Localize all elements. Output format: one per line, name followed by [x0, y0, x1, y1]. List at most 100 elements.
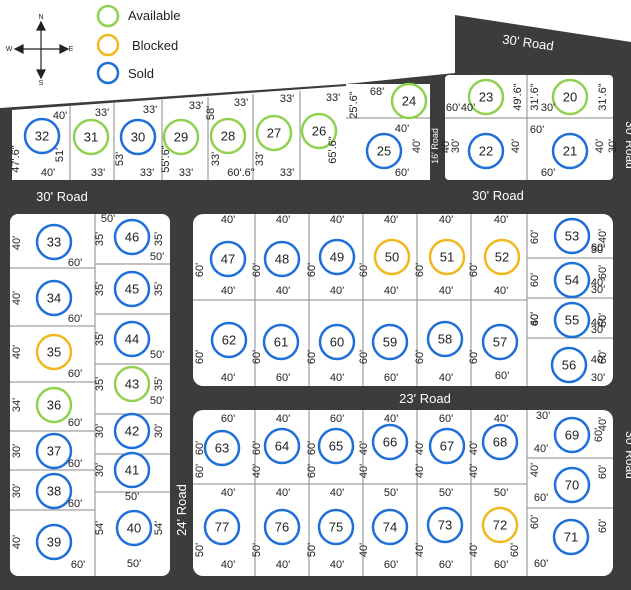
- dimension-label: 60': [306, 350, 318, 364]
- plot-32[interactable]: 32: [23, 117, 61, 155]
- dimension-label: 60': [529, 515, 541, 529]
- dimension-label: 40': [330, 559, 344, 571]
- plot-status-marker: [203, 508, 241, 546]
- plot-45[interactable]: 45: [113, 270, 151, 308]
- plot-70[interactable]: 70: [553, 466, 591, 504]
- dimension-label: 60': [194, 464, 206, 478]
- plot-71[interactable]: 71: [552, 518, 590, 556]
- dimension-label: 40': [221, 285, 235, 297]
- plot-75[interactable]: 75: [317, 508, 355, 546]
- plot-43[interactable]: 43: [113, 365, 151, 403]
- plot-52[interactable]: 52: [483, 238, 521, 276]
- plot-54[interactable]: 54: [553, 261, 591, 299]
- plot-40[interactable]: 40: [115, 509, 153, 547]
- plot-22[interactable]: 22: [467, 132, 505, 170]
- plot-status-marker: [553, 217, 591, 255]
- plot-60[interactable]: 60: [318, 323, 356, 361]
- plot-67[interactable]: 67: [428, 427, 466, 465]
- plot-58[interactable]: 58: [426, 320, 464, 358]
- plot-39[interactable]: 39: [35, 523, 73, 561]
- dimension-label: 40': [494, 413, 508, 425]
- plot-74[interactable]: 74: [371, 508, 409, 546]
- plot-status-marker: [113, 320, 151, 358]
- plot-64[interactable]: 64: [263, 427, 301, 465]
- dimension-label: 55'.6": [160, 145, 172, 173]
- plot-25[interactable]: 25: [365, 132, 403, 170]
- dimension-label: 60': [541, 167, 555, 179]
- plot-23[interactable]: 23: [467, 78, 505, 116]
- plot-62[interactable]: 62: [210, 321, 248, 359]
- plot-34[interactable]: 34: [35, 279, 73, 317]
- plot-status-marker: [481, 423, 519, 461]
- plot-27[interactable]: 27: [255, 114, 293, 152]
- dimension-label: 60': [330, 413, 344, 425]
- plot-30[interactable]: 30: [119, 118, 157, 156]
- plot-65[interactable]: 65: [317, 427, 355, 465]
- plot-31[interactable]: 31: [72, 118, 110, 156]
- road-label-narrow: 16' Road: [430, 128, 440, 164]
- dimension-label: 60': [468, 350, 480, 364]
- plot-47[interactable]: 47: [209, 240, 247, 278]
- dimension-label: 33': [179, 167, 193, 179]
- plot-56[interactable]: 56: [550, 346, 588, 384]
- dimension-label: 40': [276, 214, 290, 226]
- dimension-label: 40': [11, 291, 23, 305]
- plot-69[interactable]: 69: [553, 416, 591, 454]
- plot-50[interactable]: 50: [373, 238, 411, 276]
- plot-72[interactable]: 72: [481, 506, 519, 544]
- plot-36[interactable]: 36: [35, 386, 73, 424]
- plot-number: 29: [174, 130, 188, 145]
- dimension-label: 58': [205, 106, 217, 120]
- plot-41[interactable]: 41: [113, 451, 151, 489]
- plot-status-marker: [550, 346, 588, 384]
- plot-48[interactable]: 48: [263, 240, 301, 278]
- plot-76[interactable]: 76: [263, 508, 301, 546]
- dimension-label: 60': [68, 313, 82, 325]
- plot-29[interactable]: 29: [162, 118, 200, 156]
- plot-37[interactable]: 37: [35, 432, 73, 470]
- plot-73[interactable]: 73: [426, 506, 464, 544]
- plot-51[interactable]: 51: [428, 238, 466, 276]
- dimension-label: 30': [591, 244, 605, 256]
- plot-33[interactable]: 33: [35, 223, 73, 261]
- dimension-label: 50': [150, 349, 164, 361]
- plot-53[interactable]: 53: [553, 217, 591, 255]
- plot-57[interactable]: 57: [481, 323, 519, 361]
- plot-59[interactable]: 59: [371, 323, 409, 361]
- plot-49[interactable]: 49: [318, 238, 356, 276]
- plot-63[interactable]: 63: [203, 429, 241, 467]
- plot-20[interactable]: 20: [551, 78, 589, 116]
- plot-38[interactable]: 38: [35, 472, 73, 510]
- plot-77[interactable]: 77: [203, 508, 241, 546]
- dimension-label: 40': [591, 354, 605, 366]
- plot-46[interactable]: 46: [113, 218, 151, 256]
- dimension-label: 50': [306, 543, 318, 557]
- plot-42[interactable]: 42: [113, 412, 151, 450]
- dimension-label: 40': [440, 139, 452, 153]
- plot-28[interactable]: 28: [209, 117, 247, 155]
- plot-21[interactable]: 21: [551, 132, 589, 170]
- plot-number: 55: [565, 313, 579, 328]
- plot-68[interactable]: 68: [481, 423, 519, 461]
- dimension-label: 47'.6": [10, 145, 22, 173]
- plot-24[interactable]: 24: [390, 82, 428, 120]
- dimension-label: 50': [439, 487, 453, 499]
- dimension-label: 33': [95, 107, 109, 119]
- plot-number: 73: [438, 518, 452, 533]
- dimension-label: 33': [280, 167, 294, 179]
- plot-status-marker: [35, 472, 73, 510]
- dimension-label: 30': [11, 444, 23, 458]
- plot-61[interactable]: 61: [262, 323, 300, 361]
- road-label-center: 23' Road: [399, 391, 451, 406]
- dimension-label: 60': [597, 519, 609, 533]
- dimension-label: 54': [153, 521, 165, 535]
- plot-number: 42: [125, 424, 139, 439]
- plot-66[interactable]: 66: [371, 423, 409, 461]
- plot-55[interactable]: 55: [553, 301, 591, 339]
- plot-35[interactable]: 35: [35, 333, 73, 371]
- dimension-label: 40': [358, 464, 370, 478]
- plot-44[interactable]: 44: [113, 320, 151, 358]
- plot-26[interactable]: 26: [300, 112, 338, 150]
- plot-status-marker: [318, 238, 356, 276]
- plot-status-marker: [428, 238, 466, 276]
